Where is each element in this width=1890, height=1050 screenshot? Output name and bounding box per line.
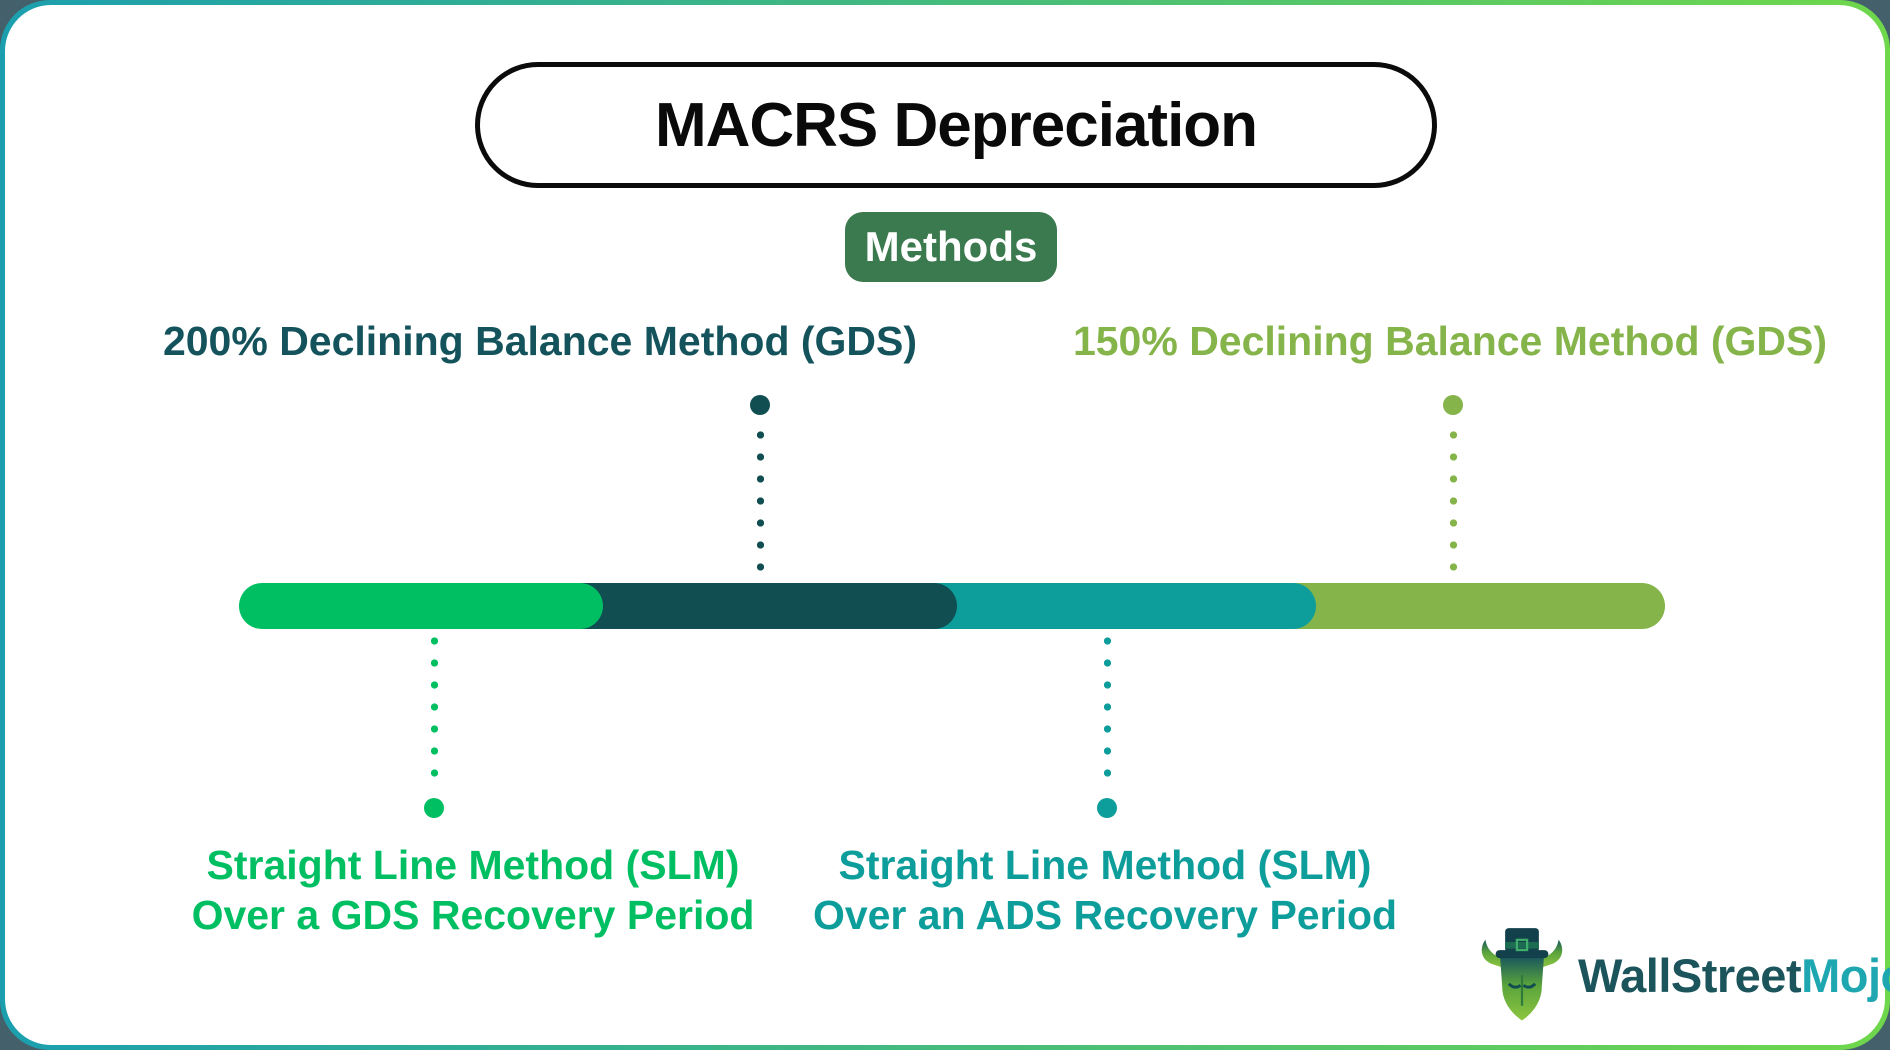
page-title: MACRS Depreciation (654, 90, 1258, 160)
label-slm-ads-line2: Over an ADS Recovery Period (812, 892, 1398, 938)
connector-line-slm-ads (1104, 630, 1111, 789)
wallstreetmojo-logo: WallStreetMojo (1478, 926, 1890, 1024)
logo-text: WallStreetMojo (1578, 948, 1890, 1003)
connector-dot-slm-gds (424, 798, 444, 818)
bar-segment-slm-ads (927, 583, 1316, 629)
bar-segment-150-declining (1286, 583, 1665, 629)
connector-line-200db (757, 424, 764, 583)
connector-line-slm-gds (431, 630, 438, 789)
label-150-declining-balance: 150% Declining Balance Method (GDS) (1072, 318, 1828, 364)
bull-mascot-icon (1481, 928, 1563, 1021)
connector-dot-150db (1443, 395, 1463, 415)
label-slm-ads-recovery: Straight Line Method (SLM) Over an ADS R… (735, 840, 1475, 940)
label-slm-ads-line1: Straight Line Method (SLM) (838, 842, 1372, 888)
methods-badge: Methods (845, 212, 1057, 282)
label-200-declining-balance: 200% Declining Balance Method (GDS) (162, 318, 918, 364)
logo-text-wallstreet: WallStreet (1578, 948, 1802, 1002)
connector-line-150db (1450, 424, 1457, 583)
bar-segment-slm-gds (239, 583, 603, 629)
title-box: MACRS Depreciation (475, 62, 1437, 188)
label-slm-gds-recovery: Straight Line Method (SLM) Over a GDS Re… (103, 840, 843, 940)
connector-dot-200db (750, 395, 770, 415)
logo-text-mojo: Mojo (1801, 948, 1890, 1002)
bar-segment-200-declining (573, 583, 957, 629)
connector-dot-slm-ads (1097, 798, 1117, 818)
depreciation-methods-bar (239, 583, 1665, 629)
label-slm-gds-line1: Straight Line Method (SLM) (206, 842, 740, 888)
label-slm-gds-line2: Over a GDS Recovery Period (191, 892, 755, 938)
